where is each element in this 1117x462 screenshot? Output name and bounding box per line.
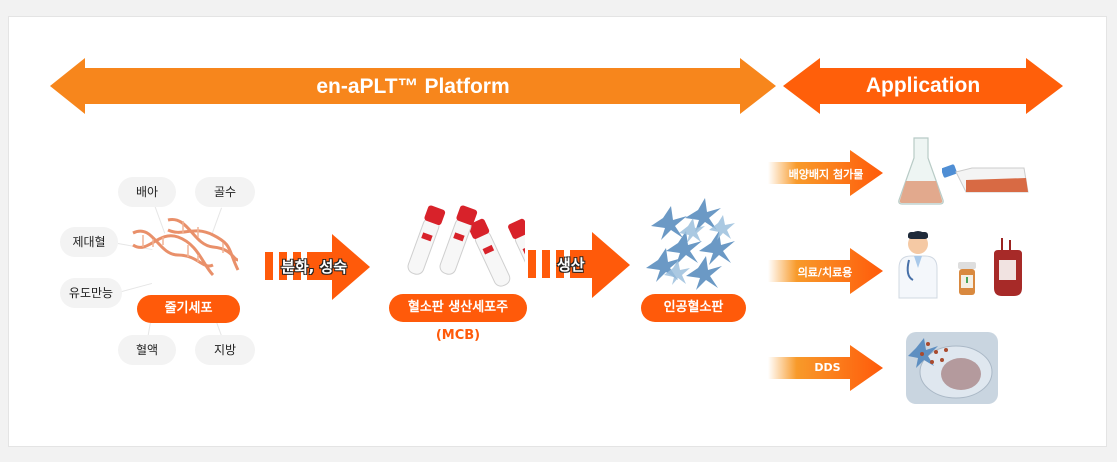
source-fat: 지방 — [195, 335, 255, 365]
mcb-sublabel: (MCB) — [435, 328, 481, 343]
application-banner: Application — [783, 58, 1063, 114]
app-label-dds: DDS — [814, 361, 841, 374]
double-arrow-icon — [783, 58, 1063, 114]
app-label-medical: 의료/치료용 — [797, 266, 853, 279]
app-label-culture-media: 배양배지 첨가물 — [788, 168, 864, 181]
platform-banner: en-aPLT™ Platform — [50, 58, 776, 114]
doctor-icon — [898, 231, 938, 299]
application-title: Application — [865, 74, 981, 97]
mcb-label: 혈소판 생산세포주 — [389, 294, 527, 322]
dna-icon — [132, 218, 240, 277]
source-bone-marrow: 골수 — [195, 177, 255, 207]
double-arrow-icon — [50, 58, 776, 114]
differentiation-label: 분화, 성숙 — [281, 258, 348, 276]
app-arrow-icon — [768, 248, 883, 294]
source-ipsc: 유도만능 — [60, 278, 122, 308]
flow-arrow-icon — [265, 234, 370, 300]
drug-delivery-icon — [906, 332, 998, 404]
source-embryo: 배아 — [118, 177, 176, 207]
production-label: 생산 — [557, 256, 585, 274]
stem-cell-label: 줄기세포 — [137, 295, 240, 323]
app-arrow-icon — [768, 345, 883, 391]
flow-arrow-icon — [528, 232, 630, 298]
source-blood: 혈액 — [118, 335, 176, 365]
source-cord-blood: 제대혈 — [60, 227, 118, 257]
flask-icon — [898, 137, 944, 205]
platelet-label: 인공혈소판 — [641, 294, 746, 322]
culture-flask-icon — [942, 164, 1029, 193]
pill-bottle-icon — [958, 262, 976, 295]
blood-bag-icon — [994, 238, 1022, 296]
platelets-icon — [646, 198, 735, 290]
test-tubes-icon — [407, 205, 525, 287]
app-arrow-icon — [768, 150, 883, 196]
platform-title: en-aPLT™ Platform — [316, 75, 510, 98]
